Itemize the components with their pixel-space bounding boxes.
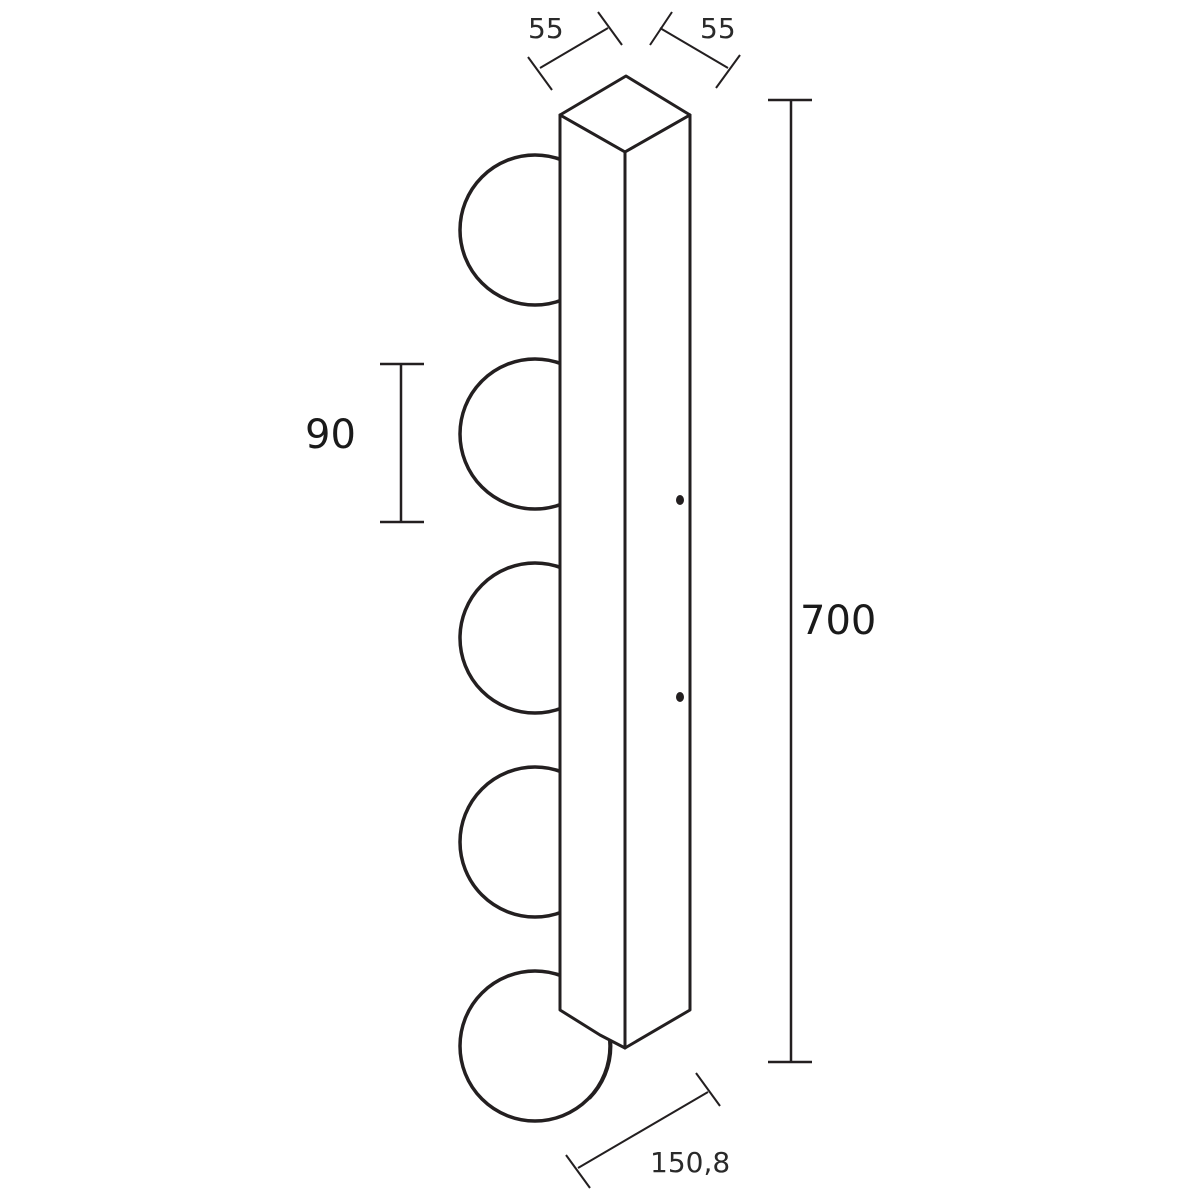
bar-body [558, 74, 692, 1050]
dimension-total-height: 700 [768, 98, 876, 1064]
depth-right-label: 55 [700, 12, 736, 45]
bar-right-face [623, 113, 692, 1050]
total-height-label: 700 [800, 598, 876, 644]
dimension-projection: 150,8 [565, 1072, 730, 1189]
screw-upper [676, 495, 684, 505]
dimension-depth-right: 55 [649, 11, 741, 89]
screw-lower [676, 692, 684, 702]
projection-label: 150,8 [650, 1146, 730, 1179]
dimension-globe-diameter: 90 [305, 362, 424, 524]
dimension-depth-left: 55 [527, 11, 623, 91]
bar-left-face [558, 113, 627, 1050]
depth-left-label: 55 [528, 12, 564, 45]
globe-diameter-label: 90 [305, 412, 356, 458]
